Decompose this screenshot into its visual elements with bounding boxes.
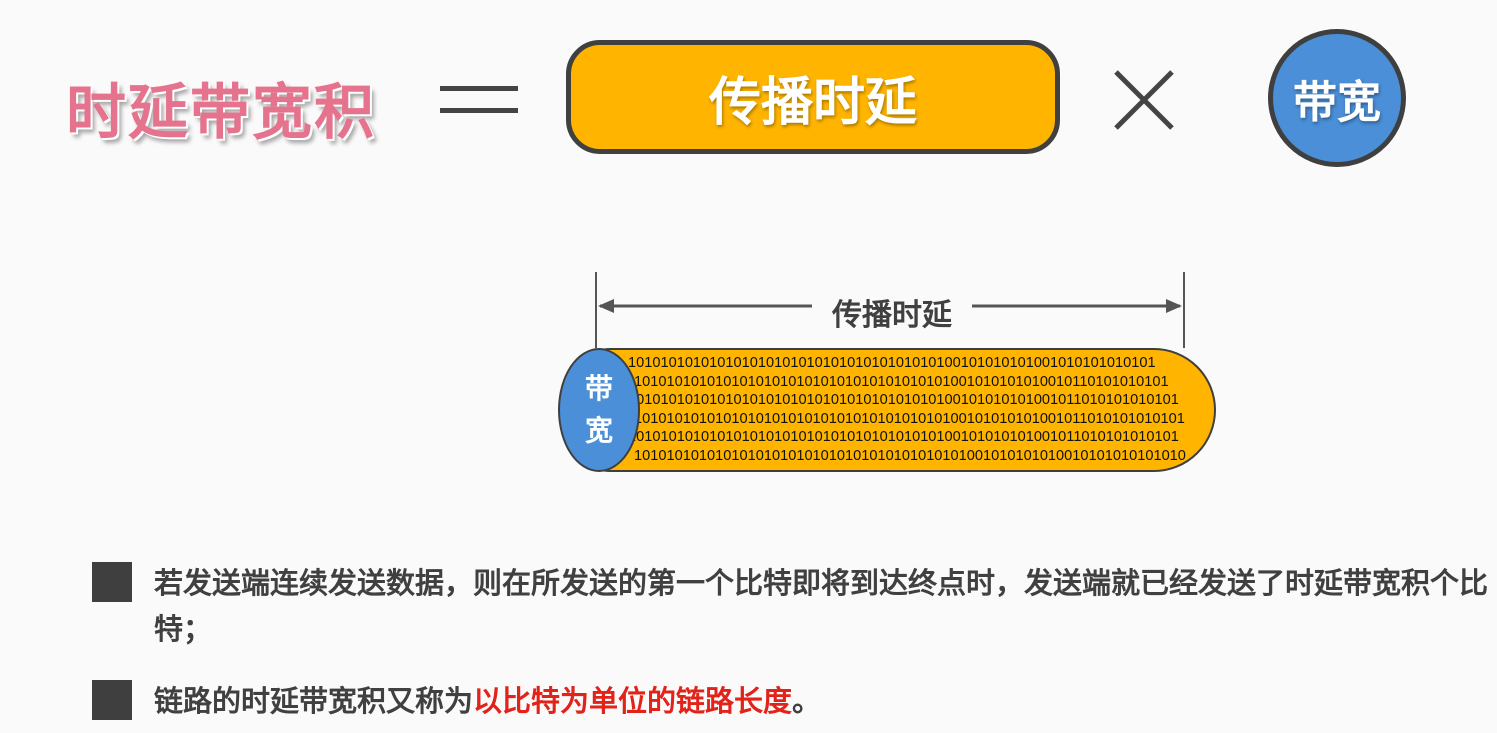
bullet-item-2-suffix: 。 <box>792 684 822 718</box>
bit-row: 1010101010101010101010101010101010101010… <box>628 392 1179 408</box>
multiply-icon <box>1114 70 1174 130</box>
equals-icon <box>440 86 518 116</box>
bullet-item-2-prefix: 链路的时延带宽积又称为 <box>154 684 474 718</box>
bit-row: 1010101010101010101010101010101010101010… <box>634 447 1186 464</box>
link-tube: 1010101010101010101010101010101010101010… <box>580 348 1216 472</box>
square-bullet-icon <box>92 680 132 720</box>
bullet-item-2-highlight: 以比特为单位的链路长度 <box>473 684 793 718</box>
bullet-item-1-text: 若发送端连续发送数据，则在所发送的第一个比特即将到达终点时，发送端就已经发送了时… <box>154 566 1489 646</box>
link-diagram: 传播时延 10101010101010101010101010101010101… <box>550 262 1240 482</box>
bandwidth-cross-section: 带 宽 <box>558 348 640 472</box>
bit-stream: 1010101010101010101010101010101010101010… <box>628 354 1198 465</box>
bit-row: 1010101010101010101010101010101010101010… <box>634 410 1185 427</box>
arrow-label: 传播时延 <box>812 290 972 334</box>
bullet-list: 若发送端连续发送数据，则在所发送的第一个比特即将到达终点时，发送端就已经发送了时… <box>92 560 1492 724</box>
square-bullet-icon <box>92 562 132 602</box>
propagation-delay-label: 传播时延 <box>708 72 917 133</box>
bandwidth-label: 带宽 <box>1293 77 1381 128</box>
bullet-item-2: 链路的时延带宽积又称为以比特为单位的链路长度。 <box>92 678 1492 724</box>
bit-row: 1010101010101010101010101010101010101010… <box>634 373 1169 390</box>
formula-lhs-title: 时延带宽积 <box>66 78 376 148</box>
bit-row: 1010101010101010101010101010101010101010… <box>628 429 1179 445</box>
cap-label-bottom: 宽 <box>584 414 613 447</box>
bullet-item-1: 若发送端连续发送数据，则在所发送的第一个比特即将到达终点时，发送端就已经发送了时… <box>92 560 1492 652</box>
bit-row: 1010101010101010101010101010101010101010… <box>628 355 1156 371</box>
bandwidth-circle: 带宽 <box>1268 29 1406 167</box>
cap-label-top: 带 <box>584 372 613 405</box>
propagation-delay-pill: 传播时延 <box>566 40 1060 154</box>
